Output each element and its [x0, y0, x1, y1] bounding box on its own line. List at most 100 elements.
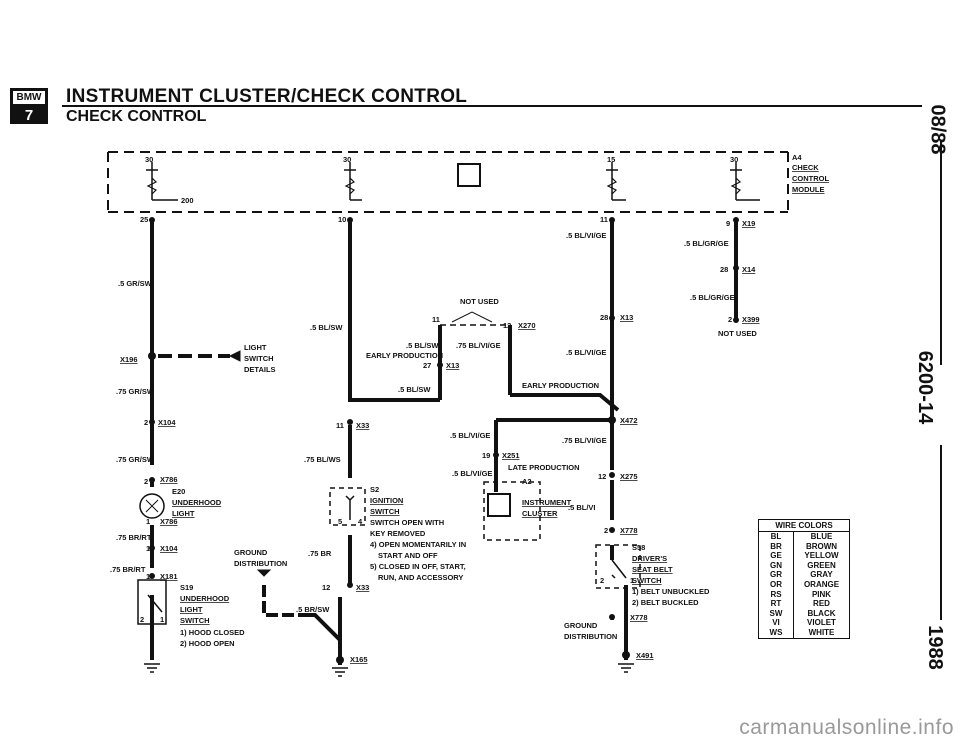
legend-code: RT — [759, 599, 794, 609]
bmw-logo: BMW 7 — [10, 88, 48, 124]
label-hood-1: 1) HOOD CLOSED — [180, 628, 245, 637]
label-switch-1: SWITCH — [244, 354, 274, 363]
label-p9: 9 — [726, 219, 730, 228]
label-br-sw-5: .5 BR/SW — [296, 605, 330, 614]
label-p1f: 1 — [610, 613, 614, 622]
legend-color: RED — [813, 599, 830, 609]
label-early-prod-1: EARLY PRODUCTION — [366, 351, 443, 360]
label-x399: X399 — [742, 315, 760, 324]
label-bl-vi-ge-75a: .75 BL/VI/GE — [456, 341, 501, 350]
label-bl-gr-ge-2: .5 BL/GR/GE — [690, 293, 735, 302]
ground-symbol-2 — [332, 667, 348, 677]
label-bl-sw-2: .5 BL/SW — [406, 341, 439, 350]
label-p2c: 2 — [144, 477, 148, 486]
label-light-3: LIGHT — [180, 605, 203, 614]
module-name-3: MODULE — [792, 185, 825, 194]
label-distribution-1: DISTRIBUTION — [234, 559, 287, 568]
legend-color: VIOLET — [807, 618, 836, 628]
label-x491: X491 — [636, 651, 654, 660]
label-bl-vi-ge-2: .5 BL/VI/GE — [566, 348, 606, 357]
label-not-used-2: NOT USED — [718, 329, 757, 338]
label-bl-sw-1: .5 BL/SW — [310, 323, 343, 332]
label-p10: 10 — [338, 215, 346, 224]
label-hood-2: 2) HOOD OPEN — [180, 639, 235, 648]
label-distribution-2: DISTRIBUTION — [564, 632, 617, 641]
label-p11c: 11 — [336, 421, 344, 430]
label-gr-sw-75a: .75 GR/SW — [116, 387, 155, 396]
label-x104b: X104 — [160, 544, 178, 553]
label-cluster: CLUSTER — [522, 509, 558, 518]
module-name-1: CHECK — [792, 163, 819, 172]
ground-tie — [300, 613, 342, 642]
module-name-2: CONTROL — [792, 174, 829, 183]
ground-distribution-wire — [262, 585, 300, 617]
label-x104a: X104 — [158, 418, 176, 427]
label-bl-gr-ge-1: .5 BL/GR/GE — [684, 239, 729, 248]
label-x778b: X778 — [630, 613, 648, 622]
legend-code: SW — [759, 608, 794, 619]
label-underhood-1: UNDERHOOD — [172, 498, 222, 507]
legend-color: GREEN — [807, 560, 836, 570]
legend-color: BLUE — [810, 532, 833, 541]
ground-distribution-arrow — [256, 569, 272, 577]
seat-belt-box — [595, 544, 641, 589]
watermark: carmanualsonline.info — [739, 716, 954, 739]
ground-symbol-3 — [618, 663, 634, 673]
label-x196: X196 — [120, 355, 138, 364]
label-belt-1: 1) BELT UNBUCKLED — [632, 587, 710, 596]
label-note-5: 5) CLOSED IN OFF, START, — [370, 562, 466, 571]
label-switch-4: SWITCH — [180, 616, 210, 625]
label-belt-2: 2) BELT BUCKLED — [632, 598, 699, 607]
label-note-6: RUN, AND ACCESSORY — [378, 573, 463, 582]
label-p1a: 1 — [146, 517, 150, 526]
label-p27: 27 — [423, 361, 431, 370]
label-x472: X472 — [620, 416, 638, 425]
logo-top: BMW — [13, 91, 45, 107]
legend-code: VI — [759, 618, 794, 628]
label-p28b: 28 — [600, 313, 608, 322]
label-p11b: 11 — [432, 315, 440, 324]
legend-code: GE — [759, 551, 794, 561]
label-ground-2: GROUND — [564, 621, 598, 630]
label-gr-sw-1: .5 GR/SW — [118, 279, 153, 288]
label-p19: 19 — [482, 451, 490, 460]
label-p12: 12 — [503, 321, 511, 330]
wire-x472 — [496, 395, 614, 422]
label-x33a: X33 — [356, 421, 369, 430]
label-x14: X14 — [742, 265, 756, 274]
side-rule-2 — [940, 445, 942, 620]
label-underhood-2: UNDERHOOD — [180, 594, 230, 603]
label-br-rt-75a: .75 BR/RT — [116, 533, 152, 542]
ignition-contact — [345, 495, 355, 520]
legend-color: PINK — [811, 589, 832, 599]
label-p2e: 2 — [600, 576, 604, 585]
label-drivers: DRIVER'S — [632, 554, 667, 563]
wire-early-production — [510, 393, 620, 412]
label-p1b: 1 — [146, 544, 150, 553]
label-s19: S19 — [180, 583, 193, 592]
module-resistors — [146, 177, 742, 195]
instrument-ground-box — [487, 493, 511, 517]
module-ref: A4 — [792, 153, 802, 162]
legend-row: VI VIOLET — [759, 618, 849, 628]
ignition-switch-box — [329, 487, 366, 526]
instrument-cluster-box — [483, 481, 541, 541]
label-light-2: LIGHT — [172, 509, 195, 518]
label-early-prod-2: EARLY PRODUCTION — [522, 381, 599, 390]
label-late-prod: LATE PRODUCTION — [508, 463, 580, 472]
label-instrument: INSTRUMENT — [522, 498, 572, 507]
label-p12c: 12 — [322, 583, 330, 592]
label-p2a: 2 — [728, 315, 732, 324]
label-note-1: SWITCH OPEN WITH — [370, 518, 444, 527]
label-e20: E20 — [172, 487, 185, 496]
label-p11a: 11 — [600, 215, 608, 224]
module-ground-box — [457, 163, 481, 187]
